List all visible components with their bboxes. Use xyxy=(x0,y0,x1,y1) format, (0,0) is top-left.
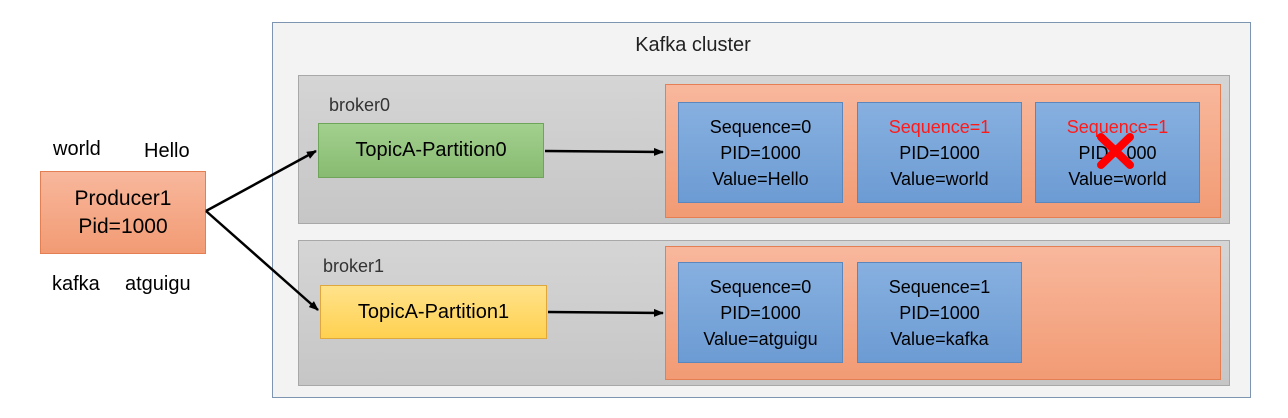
record-b1-1: Sequence=1 PID=1000 Value=kafka xyxy=(857,262,1022,363)
record-pid: PID=1000 xyxy=(720,302,801,323)
arrow-partition0-to-log xyxy=(544,147,664,156)
record-pid: PID=1000 xyxy=(720,142,801,163)
record-pid-suffix: 000 xyxy=(1126,142,1157,163)
record-b1-0: Sequence=0 PID=1000 Value=atguigu xyxy=(678,262,843,363)
record-pid: PID=1000 xyxy=(899,302,980,323)
producer-box: Producer1 Pid=1000 xyxy=(40,171,206,254)
message-atguigu: atguigu xyxy=(125,273,191,295)
record-pid-partial: PID 000 xyxy=(1078,140,1156,166)
broker0-label: broker0 xyxy=(329,95,391,115)
record-b0-1: Sequence=1 PID=1000 Value=world xyxy=(857,102,1022,203)
record-sequence: Sequence=1 xyxy=(1066,116,1169,137)
record-value: Value=atguigu xyxy=(703,328,818,349)
record-value: Value=kafka xyxy=(890,328,989,349)
cluster-title: Kafka cluster xyxy=(635,34,751,56)
record-b0-0: Sequence=0 PID=1000 Value=Hello xyxy=(678,102,843,203)
partition1-box: TopicA-Partition1 xyxy=(320,285,547,339)
partition0-box: TopicA-Partition0 xyxy=(318,123,544,178)
record-pid-prefix: PID xyxy=(1078,142,1109,163)
record-sequence: Sequence=1 xyxy=(888,116,991,137)
record-value: Value=world xyxy=(890,168,989,189)
message-kafka: kafka xyxy=(52,273,100,295)
arrow-partition1-to-log xyxy=(547,308,664,317)
record-sequence: Sequence=1 xyxy=(888,276,991,297)
record-value: Value=Hello xyxy=(712,168,809,189)
partition1-label: TopicA-Partition1 xyxy=(357,300,510,323)
message-hello: Hello xyxy=(144,140,190,162)
red-x-icon xyxy=(1097,133,1134,169)
arrow-producer-to-partition1 xyxy=(205,210,319,311)
producer-pid: Pid=1000 xyxy=(78,214,168,238)
record-sequence: Sequence=0 xyxy=(709,116,812,137)
broker1-label: broker1 xyxy=(323,256,385,276)
message-world: world xyxy=(53,138,101,160)
arrow-producer-to-partition0 xyxy=(205,149,317,213)
record-value: Value=world xyxy=(1068,168,1167,189)
record-sequence: Sequence=0 xyxy=(709,276,812,297)
producer-name: Producer1 xyxy=(74,186,172,210)
partition0-label: TopicA-Partition0 xyxy=(355,139,507,161)
record-pid: PID=1000 xyxy=(899,142,980,163)
